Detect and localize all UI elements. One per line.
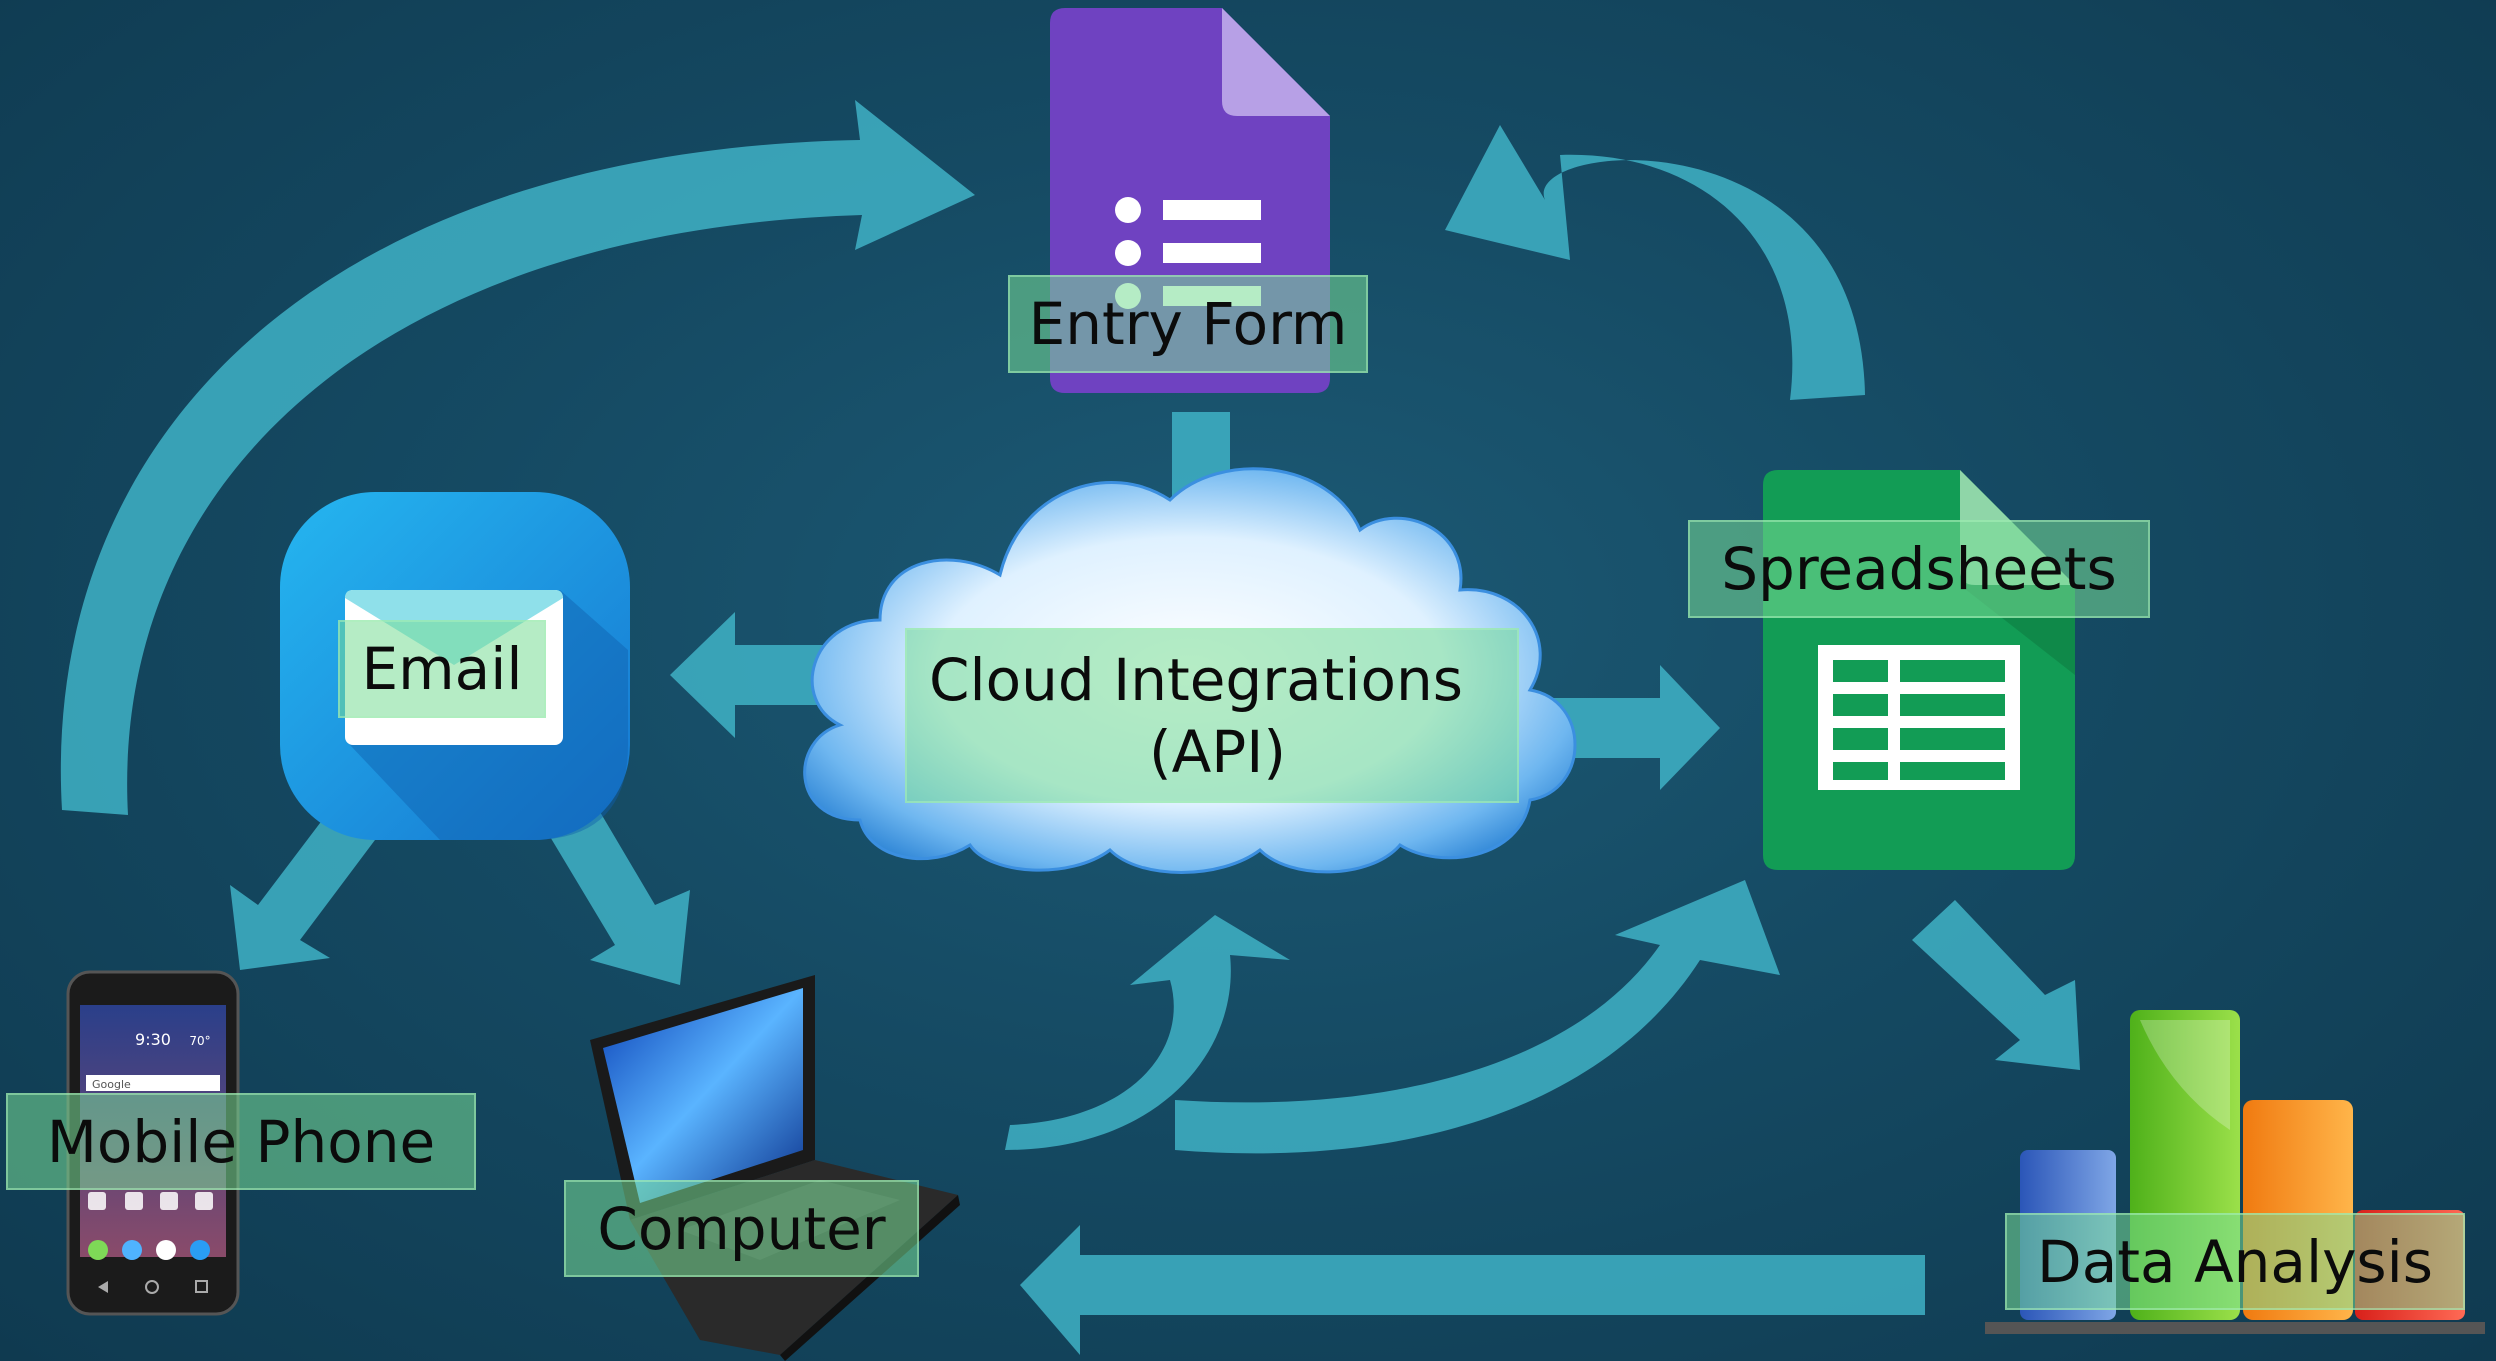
phone-temperature: 70° bbox=[189, 1034, 210, 1048]
laptop-icon bbox=[590, 975, 960, 1361]
computer-label: Computer bbox=[564, 1180, 919, 1277]
email-label: Email bbox=[338, 620, 546, 718]
cloud-label-line1: Cloud Integrations bbox=[929, 645, 1463, 714]
arrow-email-to-computer bbox=[540, 795, 690, 985]
arc-arrow-phone-to-form bbox=[60, 100, 975, 815]
spreadsheets-label: Spreadsheets bbox=[1688, 520, 2150, 618]
arc-arrow-computer-to-cloud bbox=[1005, 915, 1290, 1150]
data-analysis-label: Data Analysis bbox=[2005, 1213, 2465, 1310]
phone-search-bar: Google bbox=[92, 1078, 131, 1091]
mobile-phone-label: Mobile Phone bbox=[6, 1093, 476, 1190]
phone-clock: 9:30 bbox=[135, 1030, 171, 1049]
arrow-cloud-to-email bbox=[670, 612, 875, 738]
arc-arrow-sheets-to-form bbox=[1445, 125, 1865, 400]
arrow-sheets-to-analysis bbox=[1912, 900, 2080, 1070]
entry-form-label: Entry Form bbox=[1008, 275, 1368, 373]
arrow-analysis-to-computer bbox=[1020, 1225, 1925, 1355]
arc-arrow-computer-to-sheets bbox=[1175, 880, 1780, 1154]
cloud-label: Cloud Integrations (API) bbox=[905, 628, 1519, 803]
cloud-label-line2: (API) bbox=[1149, 717, 1287, 786]
arrow-cloud-to-sheets bbox=[1520, 665, 1720, 790]
